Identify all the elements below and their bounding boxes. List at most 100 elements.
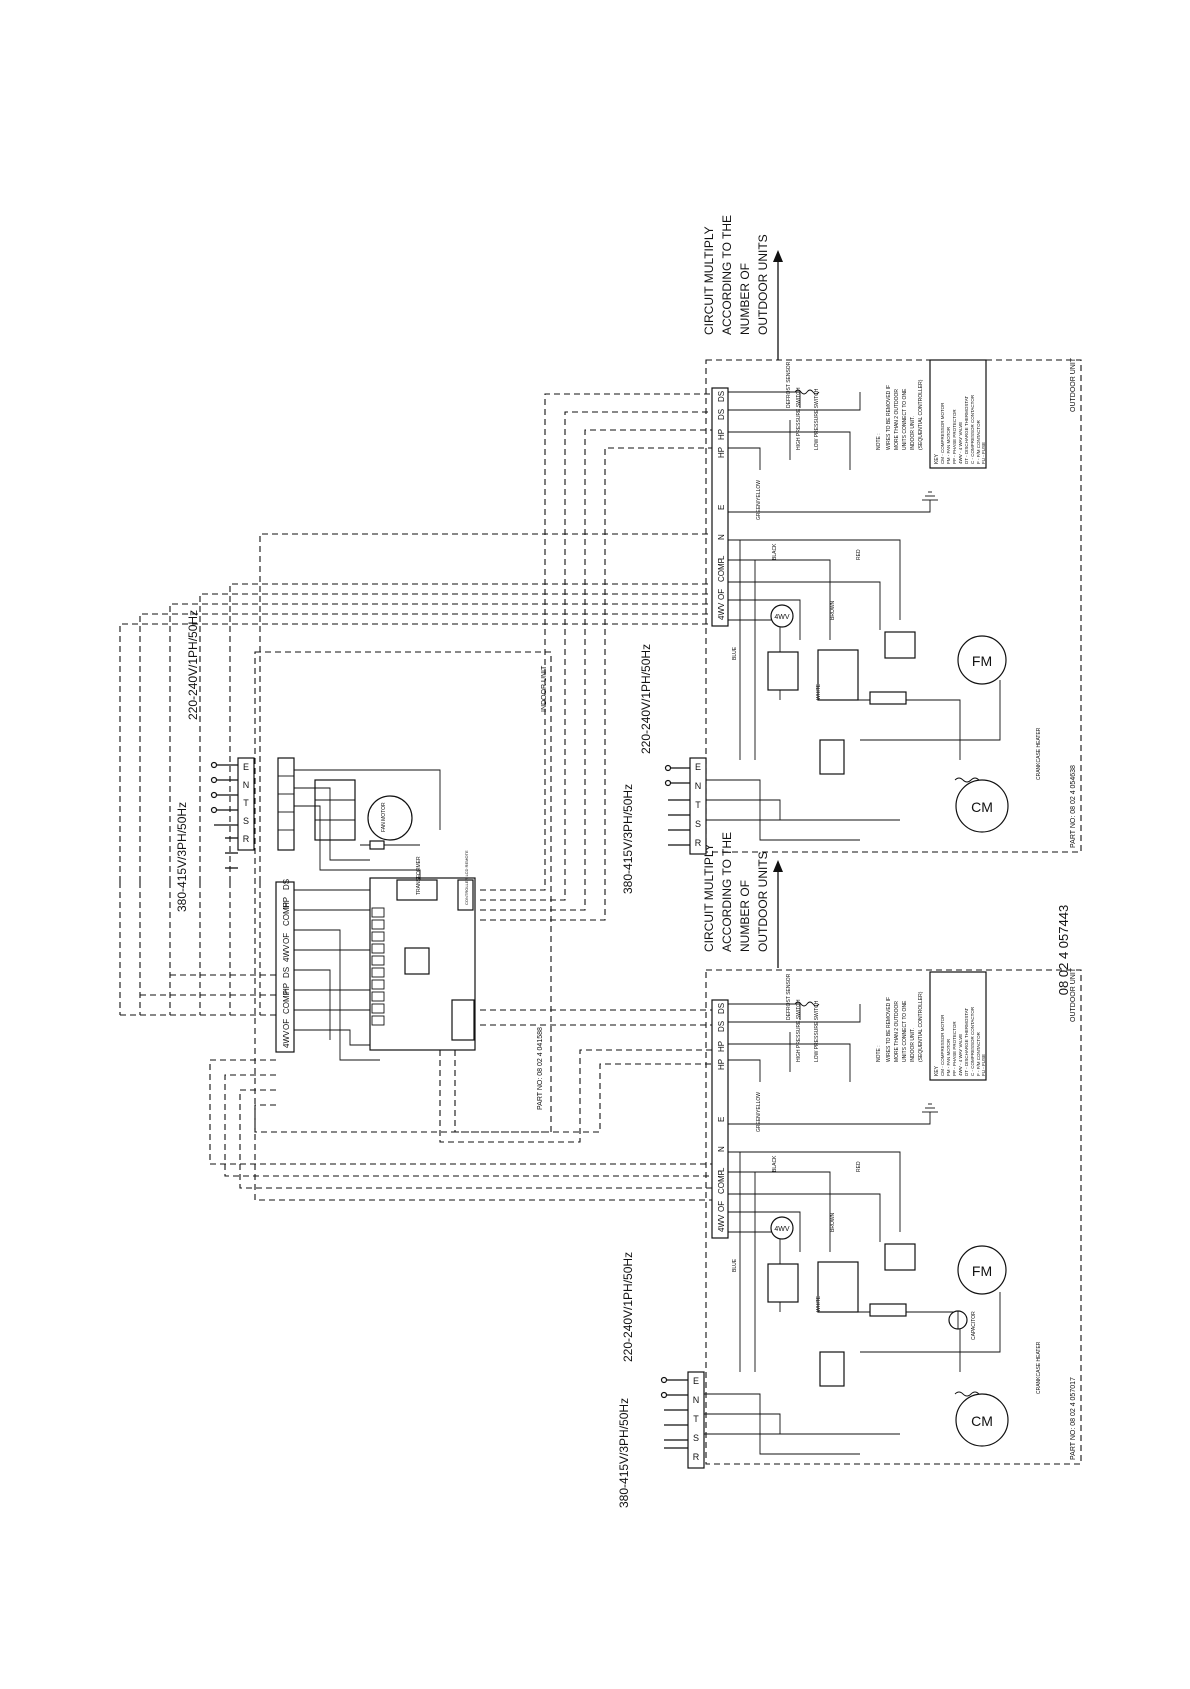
svg-text:NUMBER OF: NUMBER OF: [738, 263, 752, 335]
svg-text:E: E: [243, 762, 249, 772]
outdoor-b-boundary: [705, 969, 1082, 1465]
svg-text:F - F/M CONTACTOR: F - F/M CONTACTOR: [976, 419, 981, 464]
outdoor-a-part-number: PART NO: 08 02 4 054638: [1070, 765, 1077, 848]
circuit-multiply-arrow-b: [773, 860, 783, 968]
circuit-multiply-note-b: CIRCUIT MULTIPLY ACCORDING TO THE NUMBER…: [702, 832, 770, 952]
outdoor-a-boundary: [705, 359, 1082, 853]
svg-text:WHITE: WHITE: [816, 683, 822, 700]
svg-text:FU - FUSE: FU - FUSE: [981, 1054, 986, 1076]
svg-text:(SEQUENTIAL CONTROLLER): (SEQUENTIAL CONTROLLER): [918, 379, 924, 450]
circuit-multiply-arrow-a: [773, 250, 783, 360]
svg-text:UNITS CONNECT TO ONE: UNITS CONNECT TO ONE: [902, 388, 908, 450]
outdoor-b-supply-3ph-label: 380-415V/3PH/50Hz: [617, 1398, 631, 1508]
outdoor-a-note: NOTE : WIRES TO BE REMOVED IF MORE THAN …: [876, 379, 924, 450]
svg-text:OF: OF: [717, 1201, 726, 1212]
outdoor-a-supply-switches: [664, 764, 690, 846]
svg-text:BROWN: BROWN: [830, 600, 836, 620]
svg-text:RED: RED: [856, 1161, 862, 1172]
outdoor-b-control-terminal-strip: 4WV OF COMP L N E HP HP DS DS: [711, 999, 729, 1239]
svg-text:DS: DS: [717, 1003, 726, 1014]
outdoor-b-compressor-motor: CM CRANKCASE HEATER: [954, 1341, 1042, 1447]
svg-text:RED: RED: [856, 549, 862, 560]
indoor-inner-terminal-block: [277, 757, 295, 851]
svg-text:HP: HP: [282, 983, 291, 994]
svg-text:N: N: [717, 534, 726, 540]
svg-text:4WV: 4WV: [774, 614, 790, 621]
svg-text:CIRCUIT MULTIPLY: CIRCUIT MULTIPLY: [702, 226, 716, 335]
svg-text:4WV - 4 WAY VALVE: 4WV - 4 WAY VALVE: [958, 1034, 963, 1076]
outdoor-b-note: NOTE : WIRES TO BE REMOVED IF MORE THAN …: [876, 991, 924, 1062]
svg-text:CIRCUIT MULTIPLY: CIRCUIT MULTIPLY: [702, 843, 716, 952]
svg-text:CM - COMPRESSOR MOTOR: CM - COMPRESSOR MOTOR: [940, 1014, 945, 1076]
outdoor-b-earth-symbol: [728, 1103, 938, 1125]
svg-text:DS: DS: [717, 1021, 726, 1032]
svg-text:DS: DS: [282, 879, 291, 890]
indoor-unit-boundary: [254, 651, 552, 1133]
svg-text:NOTE :: NOTE :: [876, 433, 882, 450]
svg-text:CRANKCASE HEATER: CRANKCASE HEATER: [1036, 1341, 1042, 1394]
svg-text:DEFROST SENSOR: DEFROST SENSOR: [786, 973, 792, 1020]
outdoor-a-four-way-valve: 4WV: [770, 604, 794, 628]
svg-text:FM - FAN MOTOR: FM - FAN MOTOR: [946, 426, 951, 464]
svg-text:CM: CM: [971, 1413, 993, 1429]
indoor-part-number: PART NO: 08 02 4 041588: [537, 1027, 544, 1110]
outdoor-a-pressure-switches: HIGH PRESSURE SWITCH LOW PRESSURE SWITCH: [728, 387, 851, 470]
outdoor-b-power-terminal-block: E N T S R: [687, 1371, 705, 1469]
svg-text:ACCORDING TO THE: ACCORDING TO THE: [720, 832, 734, 952]
svg-text:TRANSFORMER: TRANSFORMER: [416, 856, 422, 895]
outdoor-b-unit-title: OUTDOOR UNIT: [1070, 967, 1077, 1022]
svg-text:E: E: [693, 1376, 699, 1386]
svg-text:FAN MOTOR: FAN MOTOR: [381, 802, 387, 832]
svg-text:E: E: [717, 1117, 726, 1122]
svg-text:4WV: 4WV: [282, 1030, 291, 1048]
svg-text:WIRES TO BE REMOVED IF: WIRES TO BE REMOVED IF: [886, 385, 892, 450]
svg-text:HP: HP: [282, 897, 291, 908]
svg-text:S: S: [695, 819, 701, 829]
svg-text:E: E: [695, 762, 701, 772]
svg-text:WHITE: WHITE: [816, 1295, 822, 1312]
svg-text:DS: DS: [717, 409, 726, 420]
svg-text:OF: OF: [282, 933, 291, 944]
svg-text:NOTE :: NOTE :: [876, 1045, 882, 1062]
svg-text:N: N: [695, 781, 702, 791]
svg-text:HP: HP: [717, 1041, 726, 1052]
svg-text:OUTDOOR UNITS: OUTDOOR UNITS: [756, 234, 770, 335]
svg-text:DS: DS: [282, 967, 291, 978]
outdoor-a-internal-wiring: [706, 539, 1001, 841]
svg-text:KEY: KEY: [934, 1065, 940, 1076]
indoor-control-pcb: TRANSFORMER CONTROLLER LCD REMOTE: [369, 850, 476, 1051]
outdoor-b-fan-motor: FM: [957, 1245, 1007, 1295]
svg-text:LOW PRESSURE SWITCH: LOW PRESSURE SWITCH: [814, 388, 820, 450]
svg-text:DT - DISCHARGE THERMOSTAT: DT - DISCHARGE THERMOSTAT: [964, 1008, 969, 1076]
svg-text:S: S: [693, 1433, 699, 1443]
wire-color-labels: BLUE BLACK RED WHITE BROWN GREEN/YELLOW …: [732, 480, 862, 1312]
indoor-unit-title: INDOOR UNIT: [541, 665, 548, 712]
outdoor-unit-b: 380-415V/3PH/50Hz 220-240V/1PH/50Hz OUTD…: [617, 967, 1082, 1508]
svg-text:BLACK: BLACK: [772, 1155, 778, 1172]
indoor-unit: 380-415V/3PH/50Hz 220-240V/1PH/50Hz INDO…: [175, 610, 552, 1133]
svg-text:HP: HP: [717, 1059, 726, 1070]
svg-text:HIGH PRESSURE SWITCH: HIGH PRESSURE SWITCH: [796, 387, 802, 450]
svg-text:GREEN/YELLOW: GREEN/YELLOW: [756, 480, 762, 520]
svg-text:FM: FM: [972, 653, 992, 669]
svg-text:HIGH PRESSURE SWITCH: HIGH PRESSURE SWITCH: [796, 999, 802, 1062]
outdoor-b-supply-1ph-label: 220-240V/1PH/50Hz: [621, 1252, 635, 1362]
outdoor-a-fan-motor: FM: [957, 635, 1007, 685]
interconnect-dashed-wiring: [119, 393, 712, 1201]
svg-text:F - F/M CONTACTOR: F - F/M CONTACTOR: [976, 1031, 981, 1076]
svg-text:N: N: [717, 1146, 726, 1152]
svg-text:OUTDOOR UNITS: OUTDOOR UNITS: [756, 851, 770, 952]
svg-text:KEY: KEY: [934, 453, 940, 464]
svg-text:C - COMPRESSOR CONTACTOR: C - COMPRESSOR CONTACTOR: [970, 394, 975, 464]
outdoor-a-supply-1ph-label: 220-240V/1PH/50Hz: [639, 644, 653, 754]
svg-text:OF: OF: [717, 589, 726, 600]
svg-text:BLUE: BLUE: [732, 646, 738, 660]
svg-text:LOW PRESSURE SWITCH: LOW PRESSURE SWITCH: [814, 1000, 820, 1062]
outdoor-a-key-box: KEY CM - COMPRESSOR MOTOR FM - FAN MOTOR…: [929, 359, 987, 469]
svg-text:COMP: COMP: [282, 902, 291, 926]
svg-text:FM: FM: [972, 1263, 992, 1279]
svg-text:R: R: [695, 838, 702, 848]
svg-text:S: S: [243, 816, 249, 826]
outdoor-a-power-terminal-block: E N T S R: [689, 757, 707, 855]
